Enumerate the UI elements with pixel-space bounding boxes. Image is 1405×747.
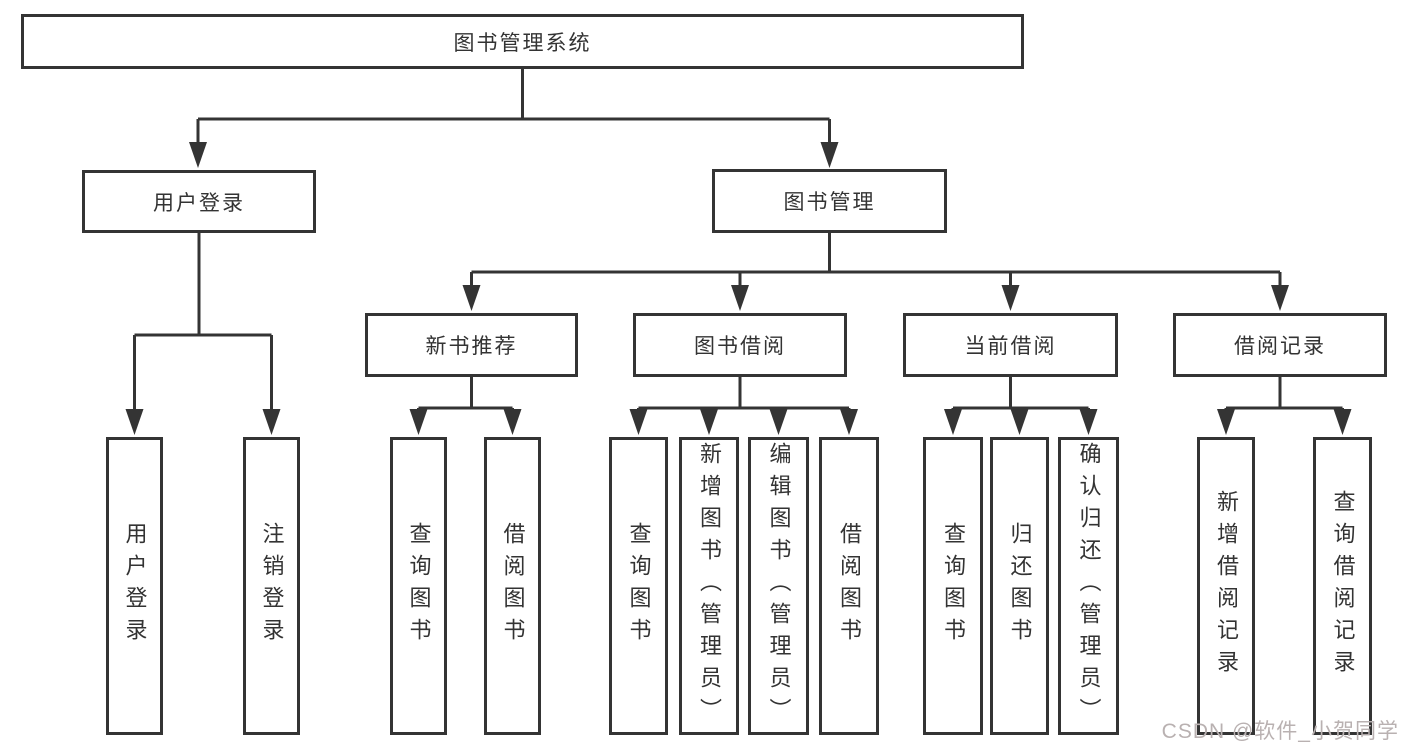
arrow-down-icon	[820, 142, 839, 168]
node-leaf-confirm-return-admin: 确认归还（管理员）	[1058, 437, 1119, 735]
node-label: 借阅图书	[500, 522, 526, 650]
arrow-down-icon	[1001, 285, 1020, 311]
node-label: 新增借阅记录	[1214, 490, 1239, 682]
node-leaf-edit-books-admin: 编辑图书（管理员）	[748, 437, 809, 735]
node-leaf-add-borrow-record: 新增借阅记录	[1197, 437, 1255, 735]
arrow-down-icon	[262, 409, 281, 435]
node-label: 归还图书	[1007, 522, 1033, 650]
node-book-management: 图书管理	[712, 169, 947, 233]
connector-record-branch	[1224, 377, 1344, 417]
node-leaf-logout: 注销登录	[243, 437, 300, 735]
node-library-management-system: 图书管理系统	[21, 14, 1024, 69]
node-label: 注销登录	[259, 522, 285, 650]
node-leaf-return-books: 归还图书	[990, 437, 1049, 735]
arrow-down-icon	[409, 409, 428, 435]
node-label: 借阅图书	[837, 522, 862, 650]
node-label: 借阅记录	[1234, 335, 1326, 358]
node-label: 确认归还（管理员）	[1076, 442, 1102, 730]
arrow-down-icon	[731, 285, 749, 311]
watermark: CSDN @软件_小贺同学	[1161, 720, 1399, 743]
node-leaf-borrow-books-newbook: 借阅图书	[484, 437, 541, 735]
node-label: 查询图书	[941, 522, 966, 650]
connector-borrow-branch	[637, 377, 851, 417]
node-label: 用户登录	[153, 191, 245, 215]
node-book-borrowing: 图书借阅	[633, 313, 847, 377]
node-leaf-query-books-borrow: 查询图书	[609, 437, 668, 735]
arrow-down-icon	[840, 409, 858, 435]
arrow-down-icon	[1217, 409, 1235, 435]
node-new-book-recommendation: 新书推荐	[365, 313, 578, 377]
node-leaf-query-books-current: 查询图书	[923, 437, 983, 735]
arrowheads	[125, 142, 1352, 435]
arrow-down-icon	[1010, 409, 1029, 435]
node-label: 查询图书	[406, 522, 432, 650]
node-label: 新增图书（管理员）	[697, 442, 722, 730]
node-label: 查询图书	[626, 522, 652, 650]
arrow-down-icon	[503, 409, 522, 435]
node-label: 图书管理	[783, 191, 876, 214]
arrow-down-icon	[1271, 285, 1289, 311]
connector-mgmt-branch	[470, 233, 1282, 293]
node-label: 新书推荐	[425, 335, 518, 358]
node-label: 用户登录	[122, 522, 148, 650]
node-user-login: 用户登录	[82, 170, 316, 233]
node-current-borrowing: 当前借阅	[903, 313, 1118, 377]
arrow-down-icon	[189, 142, 207, 168]
node-label: 查询借阅记录	[1330, 490, 1356, 682]
node-borrowing-records: 借阅记录	[1173, 313, 1387, 377]
connector-login-branch	[133, 233, 273, 417]
arrow-down-icon	[944, 409, 962, 435]
node-label: 编辑图书（管理员）	[766, 442, 792, 730]
arrow-down-icon	[769, 409, 788, 435]
node-label: 图书管理系统	[453, 31, 592, 55]
node-leaf-user-login: 用户登录	[106, 437, 163, 735]
connector-newbook-branch	[417, 377, 514, 417]
node-leaf-query-borrow-record: 查询借阅记录	[1313, 437, 1372, 735]
arrow-down-icon	[1079, 409, 1098, 435]
node-leaf-query-books-newbook: 查询图书	[390, 437, 447, 735]
node-label: 当前借阅	[964, 335, 1057, 358]
node-leaf-borrow-books: 借阅图书	[819, 437, 879, 735]
arrow-down-icon	[700, 409, 718, 435]
arrow-down-icon	[125, 409, 144, 435]
arrow-down-icon	[629, 409, 648, 435]
node-label: 图书借阅	[694, 335, 786, 358]
connector-root-branch	[196, 69, 831, 150]
node-leaf-add-books-admin: 新增图书（管理员）	[679, 437, 739, 735]
arrow-down-icon	[1333, 409, 1352, 435]
arrow-down-icon	[462, 285, 481, 311]
